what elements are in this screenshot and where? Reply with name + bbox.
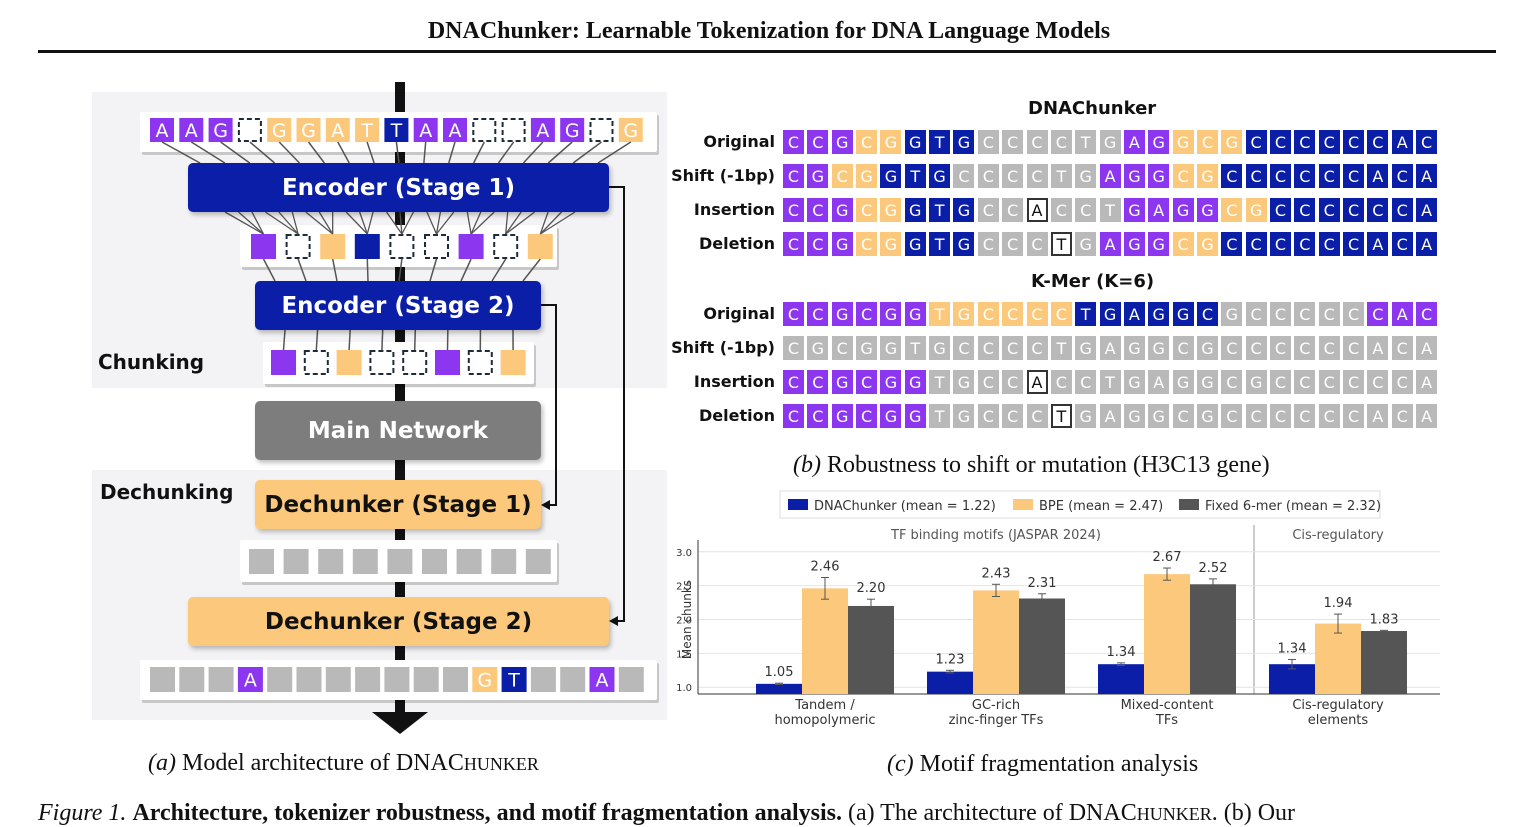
caption-a-smallcaps: HUNKER [464, 754, 539, 774]
caption-c-text: Motif fragmentation analysis [920, 751, 1199, 777]
bar-value-label: 2.52 [1199, 561, 1228, 576]
bar-2 [1019, 599, 1065, 694]
category-label: homopolymeric [774, 713, 875, 728]
figure-caption-bold: Architecture, tokenizer robustness, and … [132, 800, 842, 826]
bar-value-label: 2.43 [982, 566, 1011, 581]
category-label: TFs [1155, 713, 1178, 728]
legend-swatch [1179, 499, 1199, 510]
bar-value-label: 1.05 [765, 665, 794, 680]
category-label: Mixed-content [1121, 698, 1214, 713]
bar-value-label: 2.31 [1028, 576, 1057, 591]
bar-value-label: 1.83 [1370, 612, 1399, 627]
caption-c-prefix: (c) [887, 751, 914, 777]
bar-2 [1190, 584, 1236, 694]
motif-fragmentation-chart: DNAChunker (mean = 1.22) BPE (mean = 2.47… [0, 0, 1538, 740]
bar-0 [756, 684, 802, 694]
figure-caption-smallcaps: HUNKER [1137, 804, 1212, 824]
figure-caption-rest: (a) The architecture of DNAC [848, 800, 1137, 826]
caption-a-prefix: (a) [148, 750, 176, 776]
bar-0 [1098, 664, 1144, 694]
legend-label: DNAChunker (mean = 1.22) [814, 499, 996, 514]
bar-value-label: 2.67 [1153, 550, 1182, 565]
bar-value-label: 1.34 [1107, 645, 1136, 660]
bar-value-label: 1.94 [1324, 596, 1353, 611]
bar-0 [927, 672, 973, 694]
y-tick-label: 1.0 [676, 683, 692, 694]
bar-2 [1361, 631, 1407, 694]
caption-a-text: Model architecture of DNAC [182, 750, 464, 776]
bar-value-label: 2.46 [811, 560, 840, 575]
section-title-tf: TF binding motifs (JASPAR 2024) [890, 528, 1101, 543]
bar-1 [802, 588, 848, 694]
legend-label: BPE (mean = 2.47) [1039, 499, 1163, 514]
figure-caption: Figure 1. Architecture, tokenizer robust… [38, 800, 1295, 827]
bar-value-label: 2.20 [857, 581, 886, 596]
legend-label: Fixed 6-mer (mean = 2.32) [1205, 499, 1381, 514]
bar-1 [1144, 574, 1190, 694]
category-label: GC-rich [972, 698, 1020, 713]
figure-label: Figure 1. [38, 800, 126, 826]
y-axis-label: Mean chunks [680, 580, 694, 659]
legend-swatch [1013, 499, 1033, 510]
category-label: Tandem / [794, 698, 855, 713]
y-tick-label: 3.0 [676, 548, 692, 559]
figure-caption-end: . (b) Our [1212, 800, 1295, 826]
legend-swatch [788, 499, 808, 510]
bar-value-label: 1.34 [1278, 641, 1307, 656]
bar-value-label: 1.23 [936, 652, 965, 667]
category-label: elements [1308, 713, 1369, 728]
caption-c: (c) Motif fragmentation analysis [887, 751, 1198, 778]
section-title-cis: Cis-regulatory [1292, 528, 1384, 543]
bar-1 [973, 590, 1019, 694]
category-label: Cis-regulatory [1292, 698, 1384, 713]
caption-a: (a) Model architecture of DNACHUNKER [148, 750, 539, 777]
category-label: zinc-finger TFs [949, 713, 1044, 728]
bar-2 [848, 606, 894, 694]
bar-1 [1315, 624, 1361, 694]
